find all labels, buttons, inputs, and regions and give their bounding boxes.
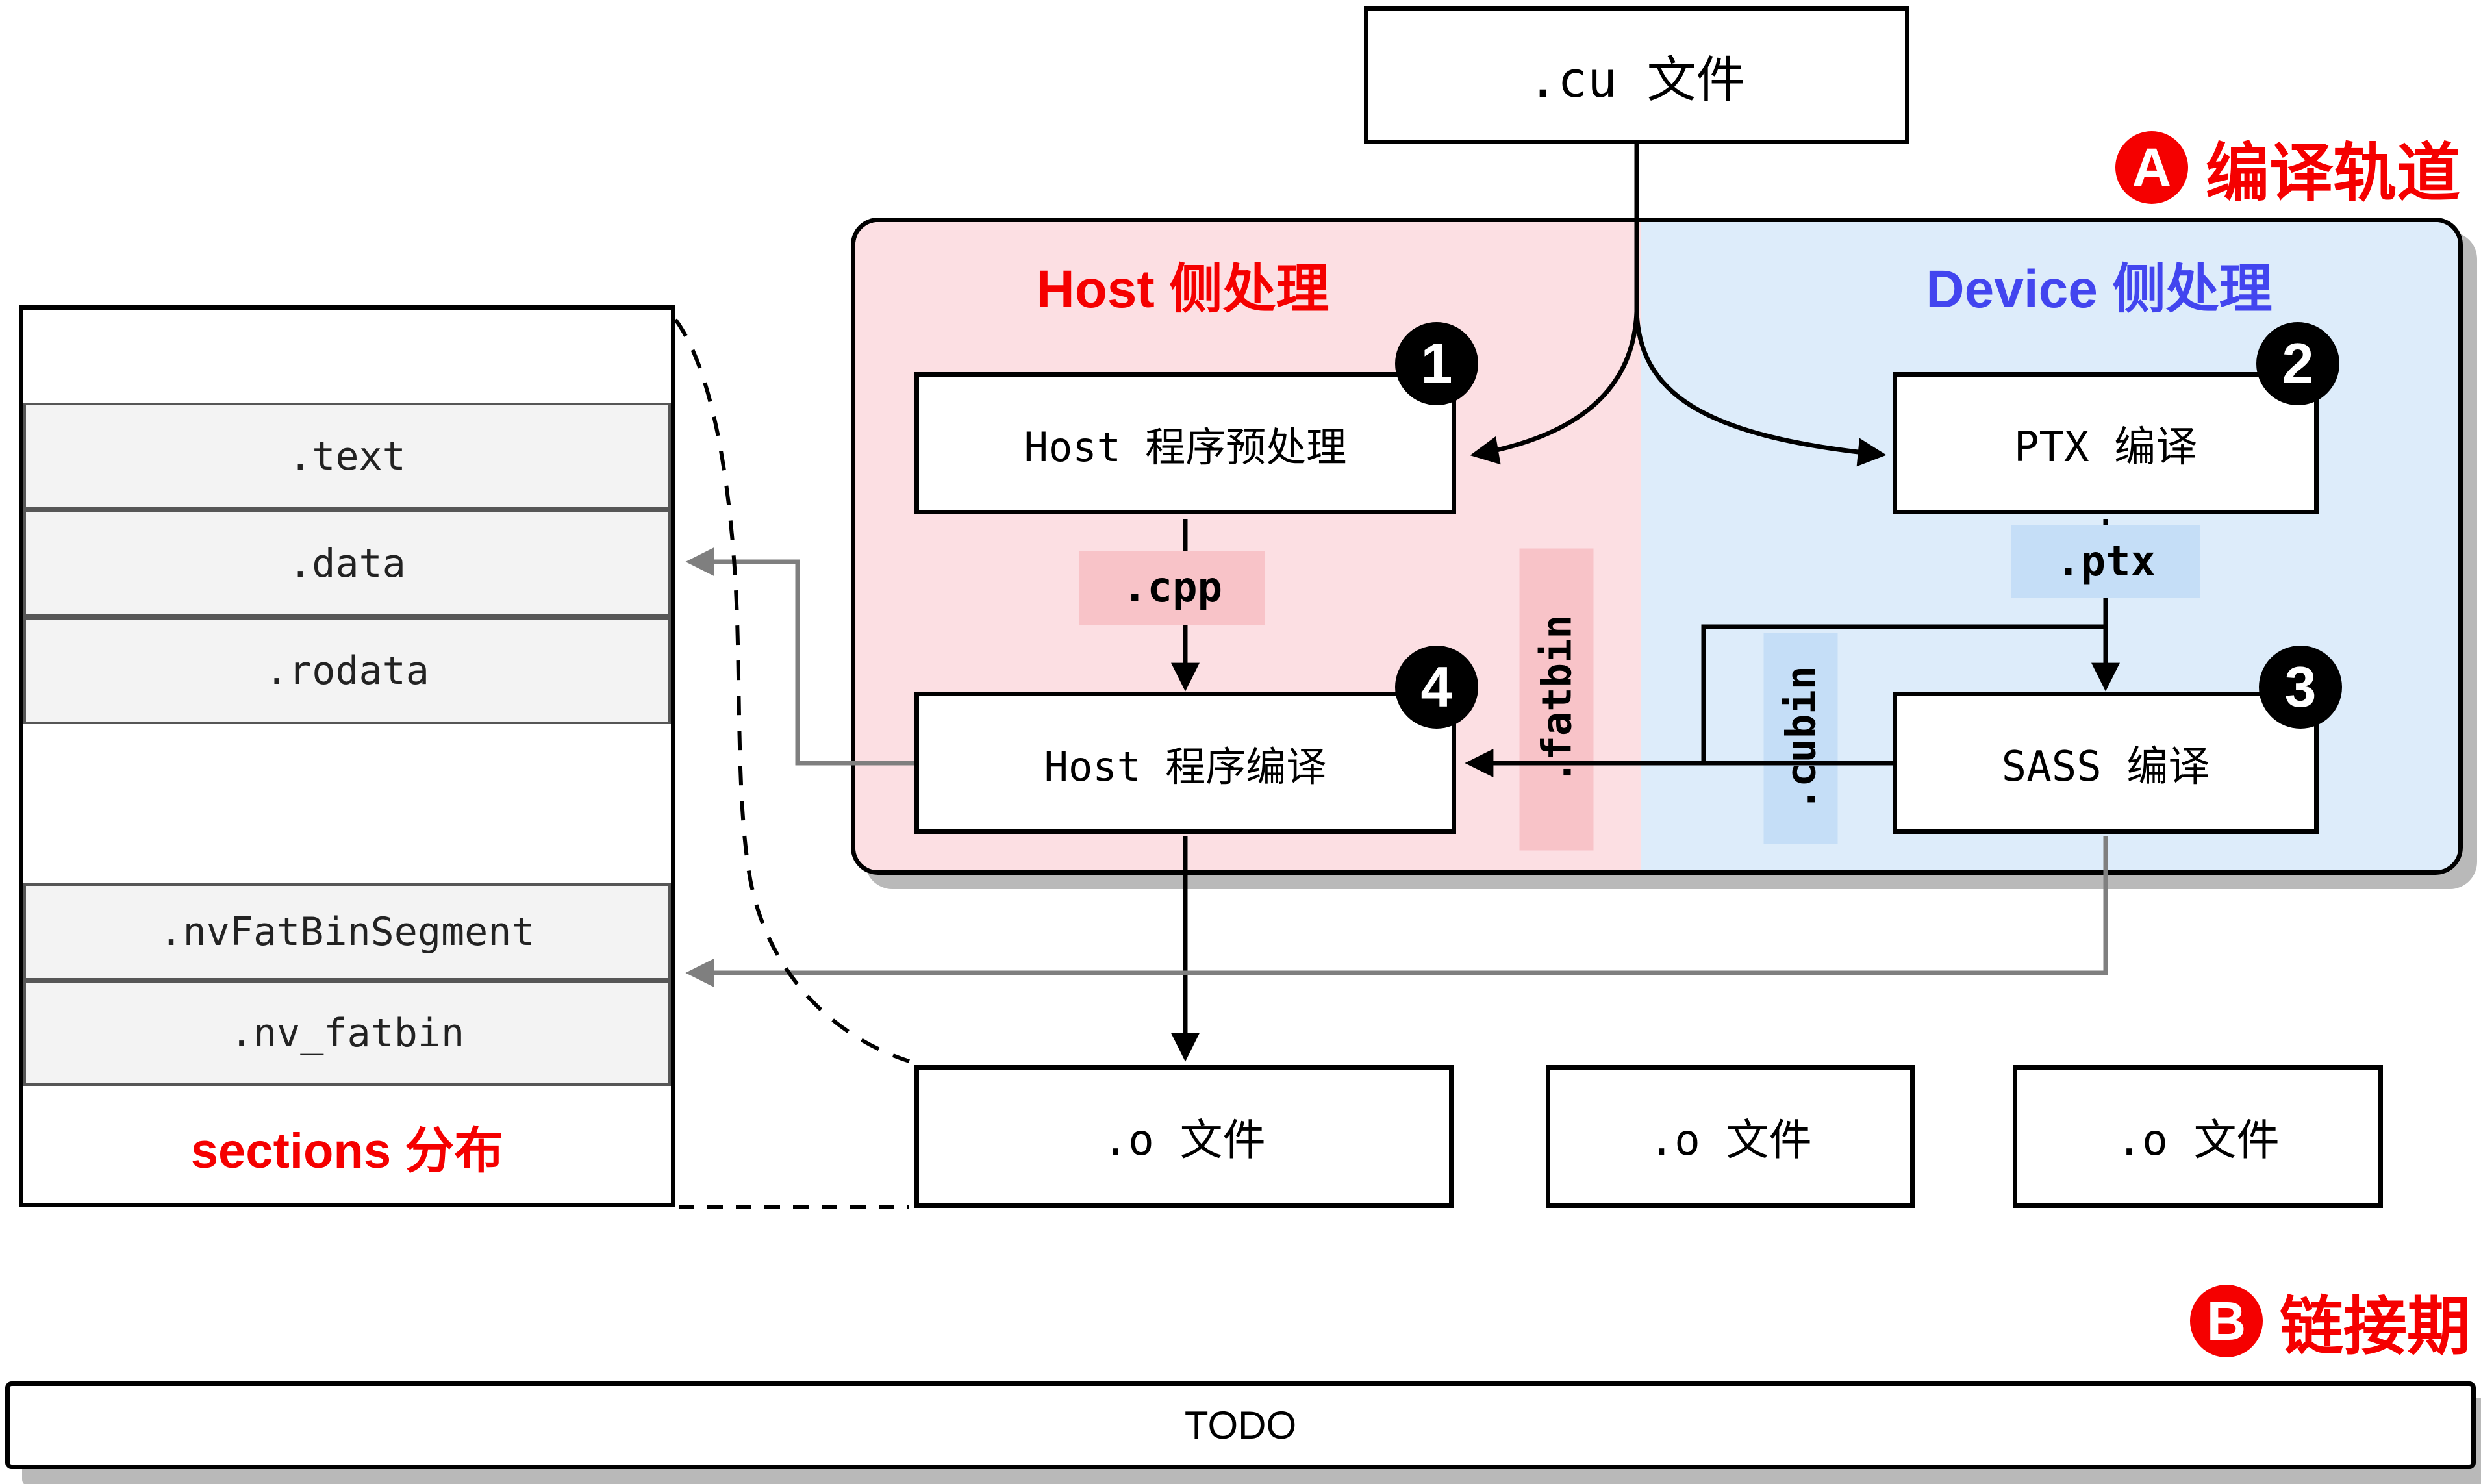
sections-table: .text .data .rodata .nvFatBinSegment .nv… xyxy=(19,305,675,1207)
step-box-1: Host 程序预处理 xyxy=(914,372,1456,514)
table-row-text: .text xyxy=(23,403,671,510)
step-box-2: PTX 编译 xyxy=(1893,372,2319,514)
track-a-badge: A xyxy=(2115,131,2188,204)
step-badge-2: 2 xyxy=(2256,322,2339,405)
step-box-3: SASS 编译 xyxy=(1893,692,2319,834)
cu-file-box: .cu 文件 xyxy=(1364,6,1909,144)
table-row-data: .data xyxy=(23,510,671,617)
device-region-title: Device 侧处理 xyxy=(1926,259,2273,319)
step-badge-4: 4 xyxy=(1395,646,1478,729)
object-file-box-3: .o 文件 xyxy=(2013,1065,2383,1208)
object-file-box-2: .o 文件 xyxy=(1546,1065,1915,1208)
table-row-nv-fatbin: .nv_fatbin xyxy=(23,981,671,1086)
todo-bar: TODO xyxy=(5,1381,2476,1469)
step-badge-3: 3 xyxy=(2259,646,2342,729)
host-region-title: Host 侧处理 xyxy=(1036,259,1329,319)
artifact-tag-ptx: .ptx xyxy=(2011,525,2200,598)
artifact-tag-cpp: .cpp xyxy=(1079,551,1265,625)
track-b-badge: B xyxy=(2190,1285,2263,1357)
table-row-nvfatbinsegment: .nvFatBinSegment xyxy=(23,883,671,981)
sections-caption: sections 分布 xyxy=(190,1123,504,1179)
step-box-4: Host 程序编译 xyxy=(914,692,1456,834)
track-a-label: 编译轨道 xyxy=(2206,137,2461,208)
table-row-rodata: .rodata xyxy=(23,617,671,724)
step-badge-1: 1 xyxy=(1395,322,1478,405)
track-b-label: 链接期 xyxy=(2280,1290,2471,1362)
object-file-box-1: .o 文件 xyxy=(914,1065,1454,1208)
